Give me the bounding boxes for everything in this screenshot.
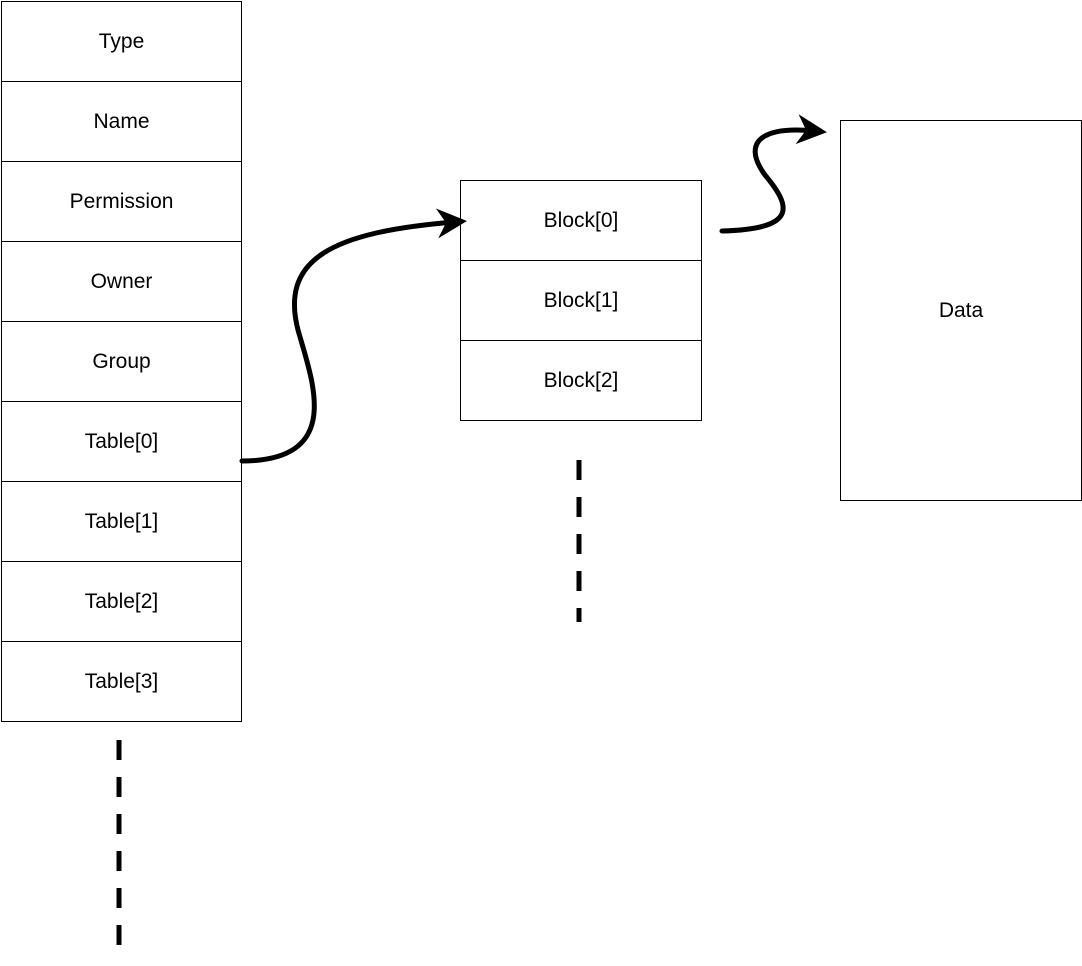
arrow-block0-to-data — [719, 114, 827, 234]
inode-field-table-3: Table[3] — [1, 641, 242, 722]
inode-field-table-1: Table[1] — [1, 481, 242, 562]
arrow-table0-to-block0 — [239, 208, 467, 464]
inode-field-table-2: Table[2] — [1, 561, 242, 642]
inode-field-owner: Owner — [1, 241, 242, 322]
inode-field-name: Name — [1, 81, 242, 162]
inode-field-table-0: Table[0] — [1, 401, 242, 482]
data-block: Data — [840, 120, 1082, 501]
inode-field-type: Type — [1, 1, 242, 82]
block-entry-2: Block[2] — [460, 340, 702, 421]
block-entry-1: Block[1] — [460, 260, 702, 341]
inode-field-permission: Permission — [1, 161, 242, 242]
block-entry-0: Block[0] — [460, 180, 702, 261]
inode-field-group: Group — [1, 321, 242, 402]
